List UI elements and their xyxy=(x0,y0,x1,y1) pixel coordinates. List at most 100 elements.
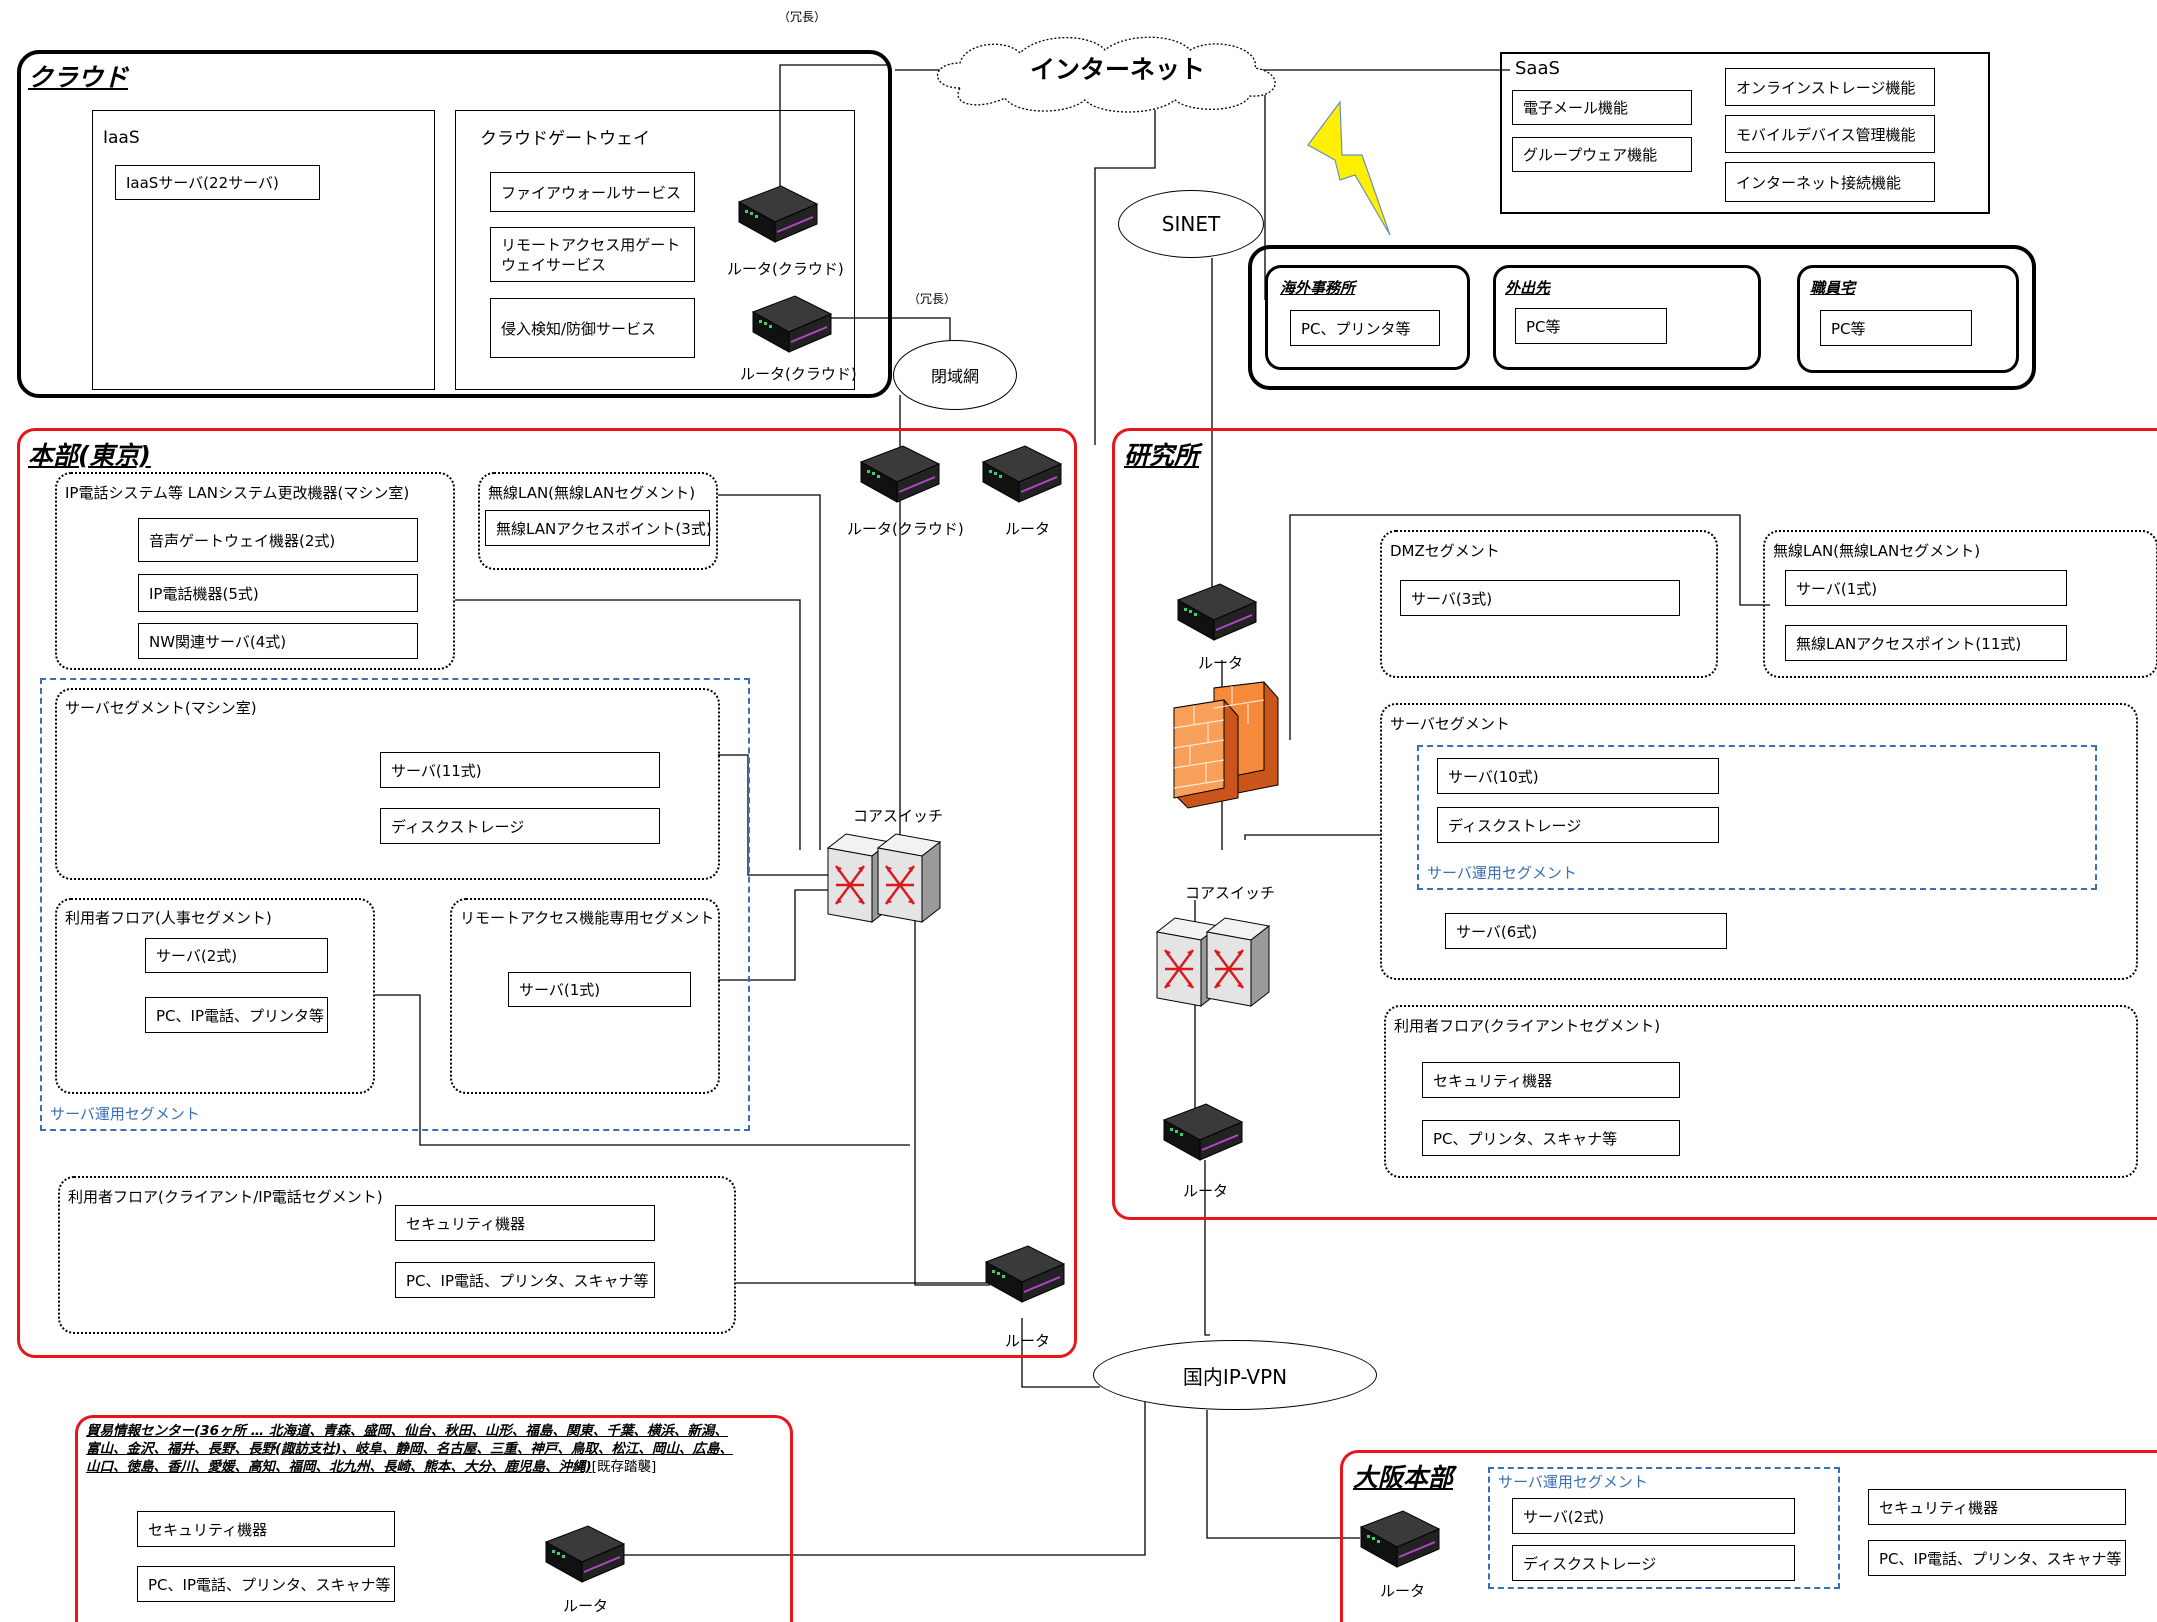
lab-top-router xyxy=(1172,578,1260,652)
cloud-group xyxy=(17,50,892,398)
router-icon xyxy=(737,185,819,243)
lab-title: 研究所 xyxy=(1124,441,1200,470)
hq-client-pc-box: PC、IP電話、プリンタ、スキャナ等 xyxy=(395,1262,655,1298)
cloud-gateway-label: クラウドゲートウェイ xyxy=(480,129,650,149)
redundant-note-mid: （冗長） xyxy=(908,292,957,306)
osaka-pc-box: PC、IP電話、プリンタ、スキャナ等 xyxy=(1868,1540,2126,1576)
saas-groupware-box: グループウェア機能 xyxy=(1512,137,1692,172)
jetro-title-line-1: 貿易情報センター(36ヶ所 … 北海道、青森、盛岡、仙台、秋田、山形、福島、関東… xyxy=(86,1423,728,1439)
router-icon xyxy=(544,1525,626,1583)
iaas-server-box: IaaSサーバ(22サーバ) xyxy=(115,165,320,200)
lab-dmz-label: DMZセグメント xyxy=(1390,542,1500,560)
voice-gateway-box: 音声ゲートウェイ機器(2式) xyxy=(138,518,418,562)
staff-home-panel xyxy=(1797,265,2019,373)
hq-remote-access-segment xyxy=(450,898,720,1094)
router-icon xyxy=(1359,1510,1441,1568)
router-icon xyxy=(981,445,1063,503)
jetro-title-line-3: 山口、徳島、香川、愛媛、高知、福岡、北九州、長崎、熊本、大分、鹿児島、沖縄) xyxy=(86,1459,592,1475)
saas-email-box: 電子メール機能 xyxy=(1512,90,1692,125)
redundant-note-top: （冗長） xyxy=(778,10,827,24)
internet-cloud-icon xyxy=(936,36,1276,113)
cloud-router-2 xyxy=(747,290,835,364)
osaka-title: 大阪本部 xyxy=(1353,1463,1454,1492)
hq-disk-storage-box: ディスクストレージ xyxy=(380,808,660,844)
jetro-title: 貿易情報センター(36ヶ所 … 北海道、青森、盛岡、仙台、秋田、山形、福島、関東… xyxy=(86,1422,733,1476)
hq-cloud-router-label: ルータ(クラウド) xyxy=(847,520,964,538)
ip-phone-box: IP電話機器(5式) xyxy=(138,574,418,612)
router-icon xyxy=(1162,1103,1244,1161)
lab-bottom-router-label: ルータ xyxy=(1183,1182,1229,1200)
hq-tokyo-group xyxy=(17,428,1077,1358)
osaka-server-box: サーバ(2式) xyxy=(1512,1498,1795,1534)
hq-hr-label: 利用者フロア(人事セグメント) xyxy=(65,909,272,927)
osaka-disk-storage-box: ディスクストレージ xyxy=(1512,1545,1795,1581)
hq-cloud-router xyxy=(855,440,943,514)
router-icon xyxy=(859,445,941,503)
hq-vpn-router xyxy=(980,1240,1068,1314)
lab-server-ops-segment xyxy=(1417,745,2097,890)
overseas-office-title: 海外事務所 xyxy=(1280,279,1356,297)
hq-wlan-label: 無線LAN(無線LANセグメント) xyxy=(488,484,696,502)
cloud-router-1 xyxy=(733,180,821,254)
osaka-router xyxy=(1355,1505,1443,1579)
hq-wlan-segment xyxy=(478,472,718,570)
lab-wlan-ap-box: 無線LANアクセスポイント(11式) xyxy=(1785,625,2067,661)
remote-access-gateway-box: リモートアクセス用ゲートウェイサービス xyxy=(490,227,695,282)
lab-wlan-label: 無線LAN(無線LANセグメント) xyxy=(1773,542,1981,560)
lab-server-ops-label: サーバ運用セグメント xyxy=(1427,864,1577,882)
overseas-office-device: PC、プリンタ等 xyxy=(1290,310,1440,346)
firewall-service-box: ファイアウォールサービス xyxy=(490,172,695,212)
jetro-router xyxy=(540,1520,628,1594)
ip-vpn-node: 国内IP-VPN xyxy=(1093,1340,1377,1410)
lab-disk-storage-box: ディスクストレージ xyxy=(1437,807,1719,843)
jetro-security-device-box: セキュリティ機器 xyxy=(137,1511,395,1547)
iaas-panel xyxy=(92,110,435,390)
lab-wlan-server-box: サーバ(1式) xyxy=(1785,570,2067,606)
firewall-icon xyxy=(1173,681,1279,809)
hq-client-segment xyxy=(58,1176,736,1334)
staff-home-device: PC等 xyxy=(1820,310,1972,346)
jetro-router-label: ルータ xyxy=(563,1597,609,1615)
saas-internet-access-box: インターネット接続機能 xyxy=(1725,162,1935,202)
lab-server-10-box: サーバ(10式) xyxy=(1437,758,1719,794)
saas-panel xyxy=(1500,52,1990,214)
cloud-gateway-panel xyxy=(455,110,855,390)
hq-server-11-box: サーバ(11式) xyxy=(380,752,660,788)
hq-ip-phone-segment xyxy=(55,472,455,670)
lab-dmz-segment xyxy=(1380,530,1718,678)
jetro-pc-box: PC、IP電話、プリンタ、スキャナ等 xyxy=(137,1566,395,1602)
lab-group xyxy=(1112,428,2157,1220)
osaka-server-ops-label: サーバ運用セグメント xyxy=(1498,1473,1648,1491)
lab-core-switch-label: コアスイッチ xyxy=(1185,884,1276,902)
saas-online-storage-box: オンラインストレージ機能 xyxy=(1725,68,1935,106)
lightning-icon xyxy=(1307,100,1391,236)
lab-server-segment xyxy=(1380,703,2138,980)
internet-label: インターネット xyxy=(1030,55,1206,84)
saas-mdm-box: モバイルデバイス管理機能 xyxy=(1725,115,1935,153)
hq-ip-phone-label: IP電話システム等 LANシステム更改機器(マシン室) xyxy=(65,484,410,502)
osaka-router-label: ルータ xyxy=(1380,1582,1426,1600)
hq-tokyo-title: 本部(東京) xyxy=(28,441,151,470)
iaas-label: IaaS xyxy=(103,128,140,148)
hq-server-segment-label: サーバセグメント(マシン室) xyxy=(65,699,257,717)
lab-dmz-server-box: サーバ(3式) xyxy=(1400,580,1680,616)
offsite-device: PC等 xyxy=(1515,308,1667,344)
nw-server-box: NW関連サーバ(4式) xyxy=(138,623,418,659)
staff-home-title: 職員宅 xyxy=(1810,279,1856,297)
closed-network-node: 閉域網 xyxy=(893,340,1017,410)
lab-top-router-label: ルータ xyxy=(1198,654,1244,672)
hq-remote-access-label: リモートアクセス機能専用セグメント xyxy=(460,909,715,927)
lab-security-device-box: セキュリティ機器 xyxy=(1422,1062,1680,1098)
hq-security-device-box: セキュリティ機器 xyxy=(395,1205,655,1241)
offsite-panel xyxy=(1493,265,1761,370)
cloud-title: クラウド xyxy=(28,63,129,92)
hq-internet-router xyxy=(977,440,1065,514)
hq-vpn-router-label: ルータ xyxy=(1005,1332,1051,1350)
sinet-node: SINET xyxy=(1118,190,1264,258)
ids-ips-service-box: 侵入検知/防御サービス xyxy=(490,298,695,358)
jetro-title-line-2: 富山、金沢、福井、長野、長野(諏訪支社)、岐阜、静岡、名古屋、三重、神戸、鳥取、… xyxy=(86,1441,733,1457)
hq-server-segment xyxy=(55,688,720,880)
lab-bottom-router xyxy=(1158,1098,1246,1172)
offsite-title: 外出先 xyxy=(1505,279,1551,297)
